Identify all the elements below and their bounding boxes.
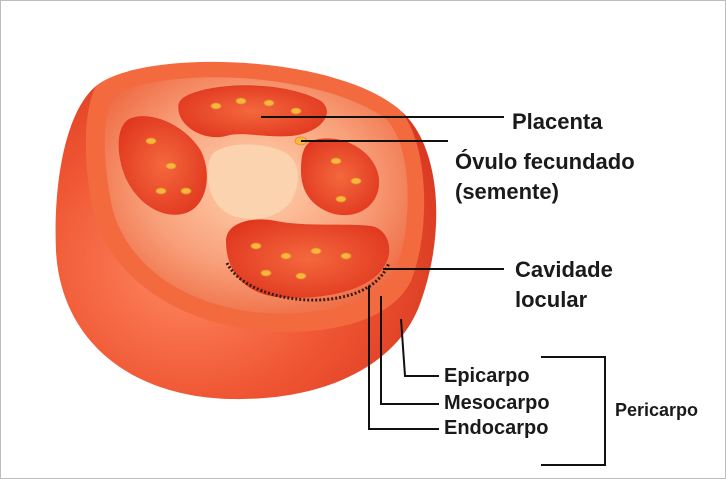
label-endocarpo: Endocarpo: [444, 417, 548, 440]
label-semente: (semente): [455, 179, 559, 204]
label-pericarpo: Pericarpo: [615, 400, 698, 421]
label-ovulo-fecundado: Óvulo fecundado: [455, 149, 635, 174]
label-locular: locular: [515, 287, 587, 312]
label-epicarpo: Epicarpo: [444, 365, 530, 388]
label-placenta: Placenta: [512, 109, 603, 134]
pericarpo-bracket: [541, 357, 605, 465]
label-mesocarpo: Mesocarpo: [444, 392, 550, 415]
label-cavidade: Cavidade: [515, 257, 613, 282]
placenta-core: [208, 144, 298, 219]
